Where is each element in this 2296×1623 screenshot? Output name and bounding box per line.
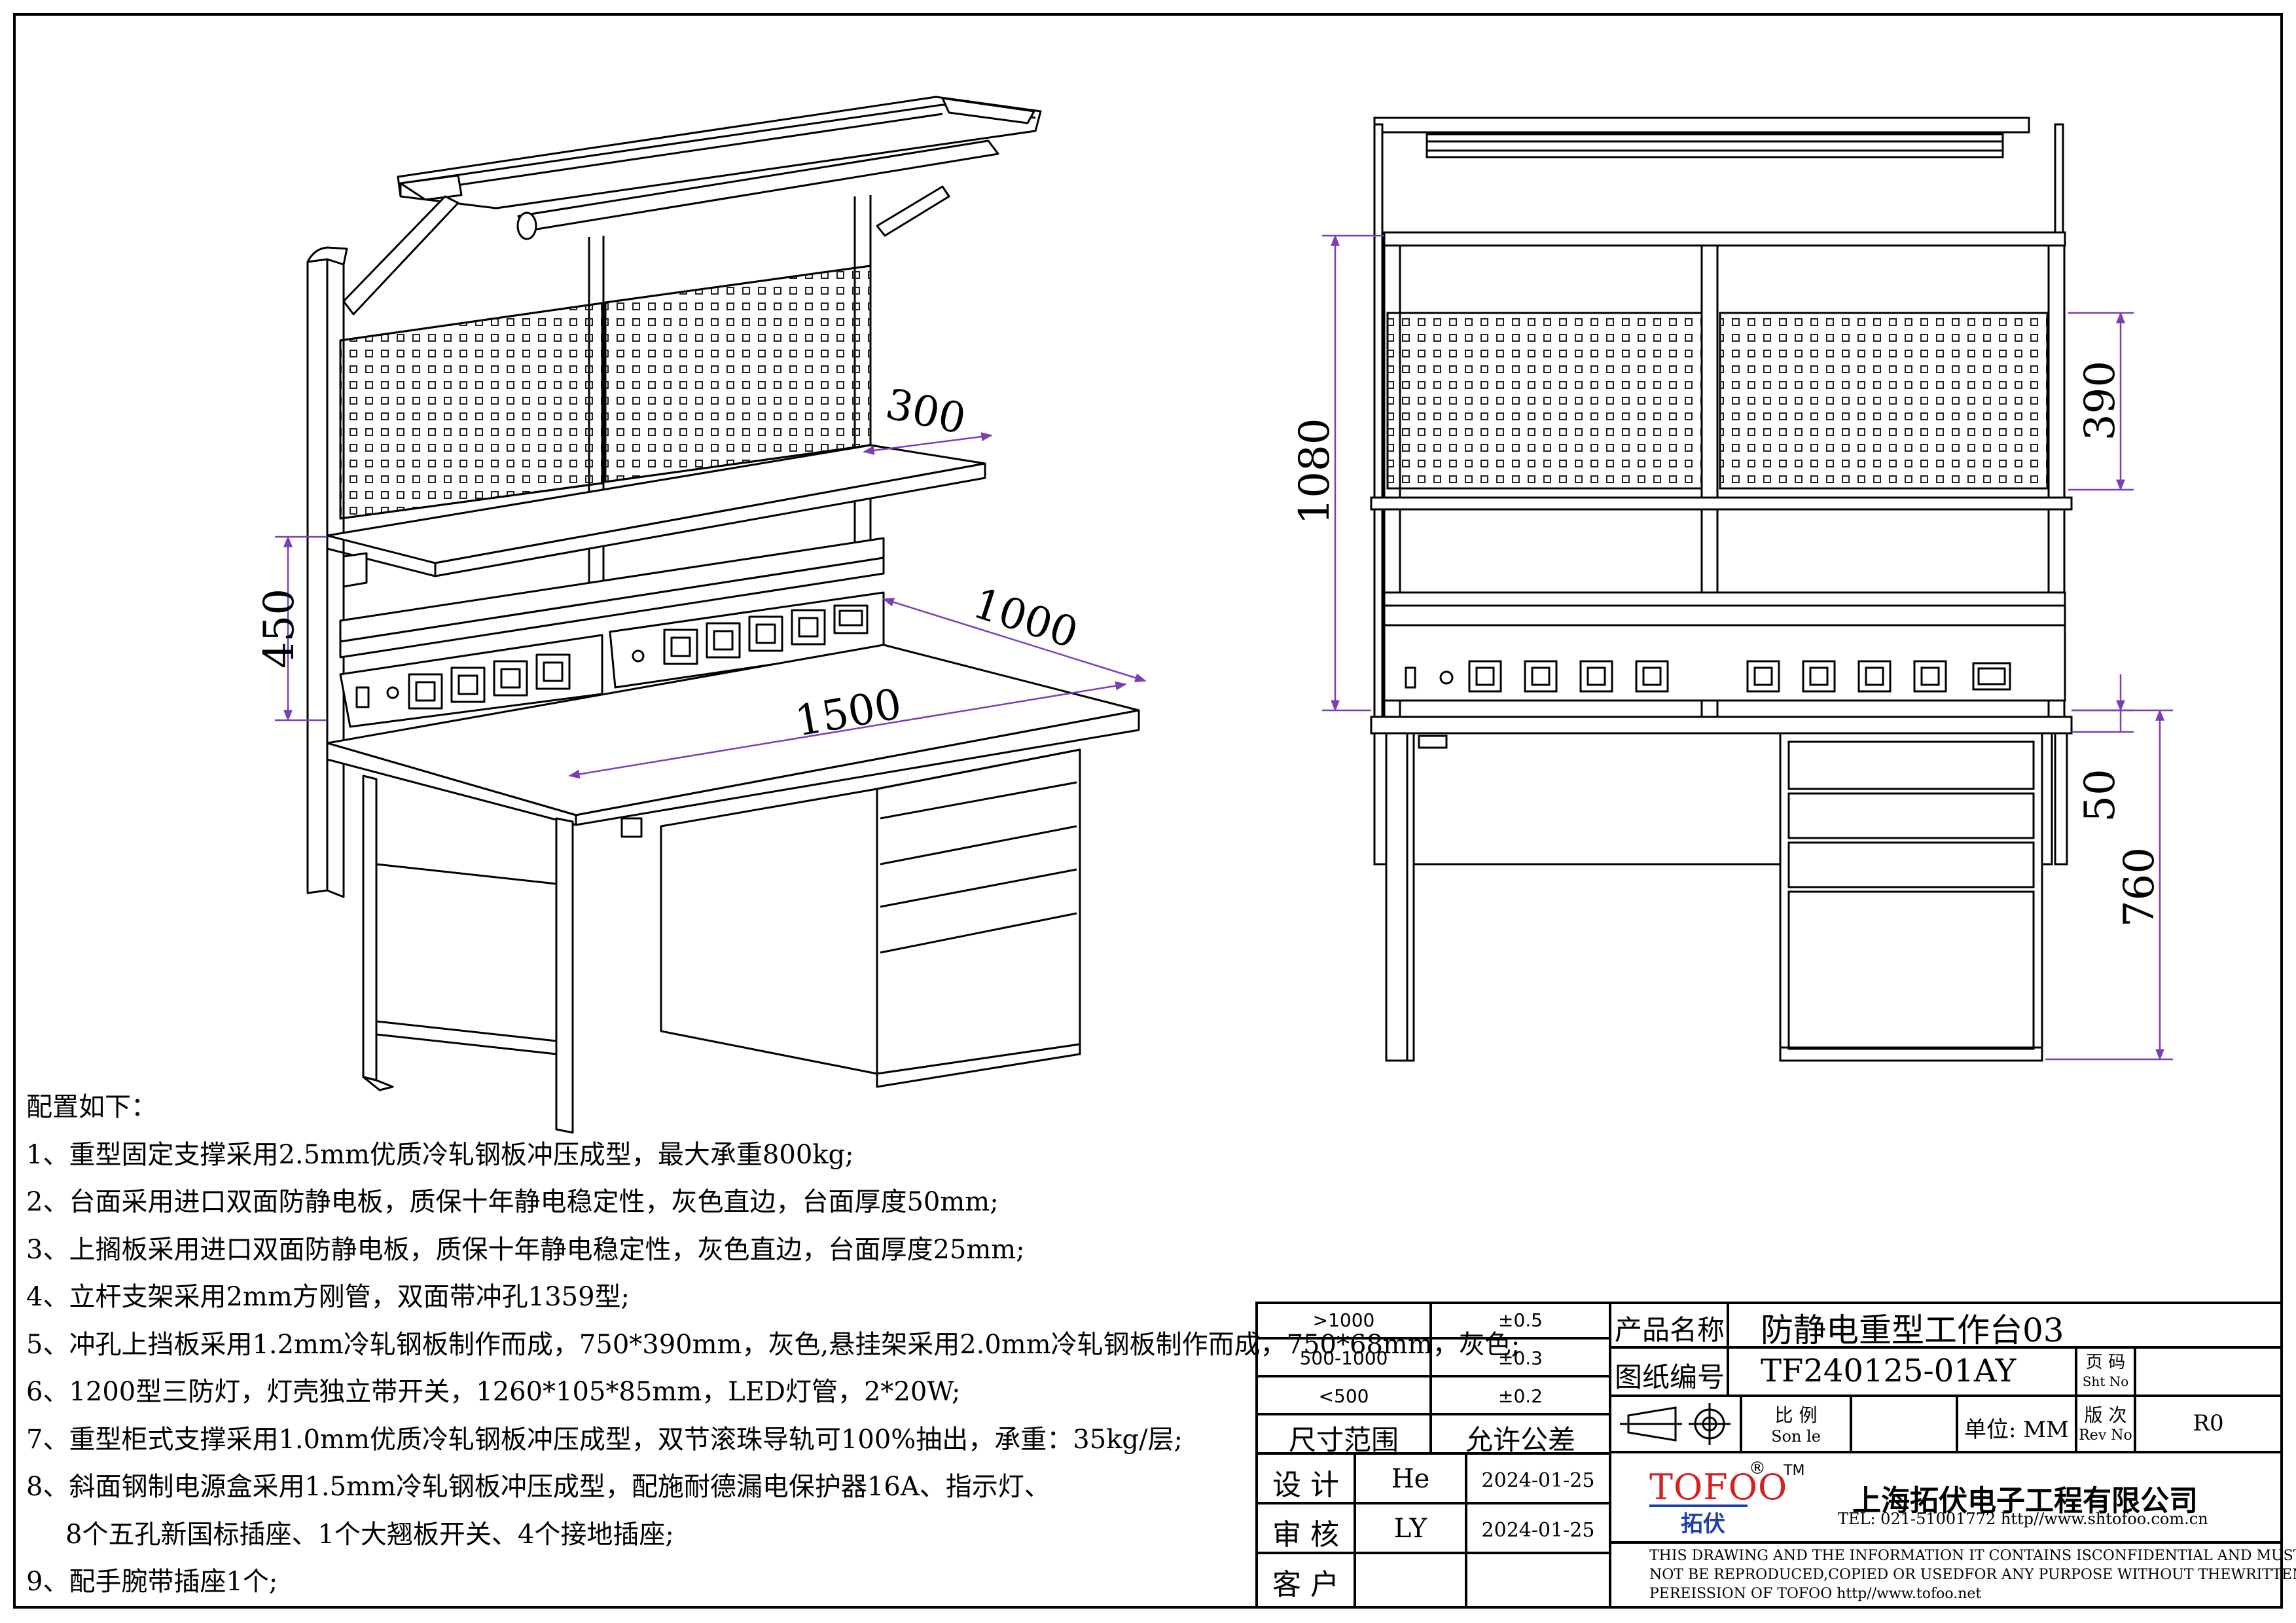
dim-label-1000: 1000 [967,579,1084,659]
tolerance-range: <500 [1318,1385,1369,1407]
note-item: 8、斜面钢制电源盒采用1.5mm冷轧钢板冲压成型，配施耐德漏电保护器16A、指示… [26,1472,1050,1502]
signoff-date: 2024-01-25 [1481,1469,1595,1492]
note-item: 4、立杆支架采用2mm方刚管，双面带冲孔1359型; [26,1282,630,1312]
note-item: 5、冲孔上挡板采用1.2mm冷轧钢板制作而成，750*390mm，灰色,悬挂架采… [26,1329,1520,1360]
signoff-name: LY [1393,1514,1427,1544]
signoff-role: 审 核 [1272,1518,1339,1552]
note-item: 1、重型固定支撑采用2.5mm优质冷轧钢板冲压成型，最大承重800kg; [26,1139,854,1170]
iso-cabinet [660,748,1081,1088]
dim-label-300: 300 [882,380,970,445]
disclaimer-line: NOT BE REPRODUCED,COPIED OR USEDFOR ANY … [1649,1567,2296,1583]
front-dimension-labels: 1080 390 50 760 [1291,361,2164,927]
company-contact: TEL: 021-51001772 http//www.shtofoo.com.… [1838,1510,2208,1528]
notes-heading: 配置如下： [26,1092,157,1122]
product-name-label: 产品名称 [1614,1314,1725,1346]
note-item: 2、台面采用进口双面防静电板，质保十年静电稳定性，灰色直边，台面厚度50mm; [26,1187,999,1217]
tofoo-logo: TOFOO [1649,1467,1788,1508]
signoff-date: 2024-01-25 [1481,1519,1595,1542]
dim-label-450: 450 [255,589,304,668]
tolerance-range: 500-1000 [1299,1347,1388,1369]
iso-dimensions [275,432,1147,779]
drawing-no-label: 图纸编号 [1614,1361,1725,1393]
note-item: 7、重型柜式支撑采用1.0mm优质冷轧钢板冲压成型，双节滚珠导轨可100%抽出，… [26,1424,1183,1455]
isometric-view [306,96,1140,1134]
trademark-mark: TM [1784,1463,1805,1479]
title-block-lines [1255,1302,2283,1609]
logo-underline [1649,1504,1748,1507]
tolerance-range-header: 尺寸范围 [1288,1424,1399,1456]
iso-upper-shelf [326,444,986,588]
iso-power-strips [339,591,885,728]
front-view [1370,117,2073,1062]
scale-label-cn: 比 例 [1774,1404,1818,1426]
tolerance-range: >1000 [1312,1309,1375,1331]
note-item: 6、1200型三防灯，灯壳独立带开关，1260*105*85mm，LED灯管，2… [26,1377,961,1407]
tolerance-value: ±0.5 [1498,1309,1543,1331]
sheet-border [13,13,2283,1609]
logo-chinese: 拓伏 [1681,1511,1725,1537]
disclaimer-line: THIS DRAWING AND THE INFORMATION IT CONT… [1649,1548,2296,1564]
scale-label-en: Son le [1771,1427,1821,1446]
disclaimer-line: PEREISSION OF TOFOO http//www.tofoo.net [1649,1586,1982,1602]
page-label-cn: 页 码 [2085,1353,2126,1372]
front-pegboard-right [1719,312,2049,490]
rev-label-en: Rev No [2079,1427,2132,1444]
front-power-strip [1383,624,2066,702]
note-item: 8个五孔新国标插座、1个大翘板开关、4个接地插座; [65,1519,674,1550]
front-dimensions [1322,234,2173,1061]
dim-label-1080: 1080 [1291,418,1339,525]
rev-value: R0 [2193,1410,2224,1436]
signoff-name: He [1391,1464,1430,1494]
page-label-en: Sht No [2082,1374,2129,1389]
front-worktop [1370,716,2073,735]
unit-label: 单位: MM [1964,1417,2069,1443]
drawing-no: TF240125-01AY [1761,1353,2017,1389]
tolerance-header: 允许公差 [1465,1424,1575,1456]
company-name: 上海拓伏电子工程有限公司 [1852,1484,2198,1518]
rev-label-cn: 版 次 [2084,1404,2127,1426]
dim-label-390: 390 [2076,361,2125,441]
iso-hang-rail [339,537,885,659]
note-item: 9、配手腕带插座1个; [26,1567,278,1597]
tolerance-value: ±0.2 [1498,1385,1543,1407]
configuration-notes: 配置如下： 1、重型固定支撑采用2.5mm优质冷轧钢板冲压成型，最大承重800k… [26,1084,1520,1606]
signoff-role: 设 计 [1272,1468,1339,1502]
signoff-role: 客 户 [1272,1568,1339,1601]
dim-label-50: 50 [2076,769,2125,822]
tolerance-value: ±0.3 [1498,1347,1543,1369]
iso-frame [362,775,574,1134]
iso-top-rail [397,96,1042,240]
note-item: 3、上搁板采用进口双面防静电板，质保十年静电稳定性，灰色直边，台面厚度25mm; [26,1234,1025,1265]
front-cabinet [1779,732,2043,1062]
product-name: 防静电重型工作台03 [1761,1311,2064,1349]
iso-pegboards [339,264,872,520]
disclaimer: THIS DRAWING AND THE INFORMATION IT CONT… [1649,1546,2296,1603]
front-pegboard-left [1386,312,1703,490]
dim-label-760: 760 [2115,847,2164,927]
registered-mark: ® [1749,1459,1766,1478]
projection-symbol-icon [1620,1403,1731,1445]
